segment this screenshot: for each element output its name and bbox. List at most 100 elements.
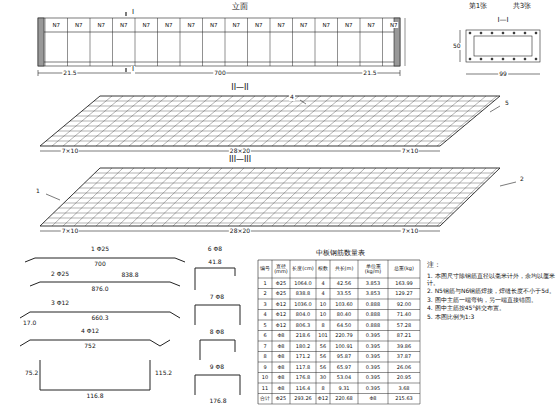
table-cell: Φ12 <box>272 320 290 331</box>
drawing-label: N7 <box>254 22 264 28</box>
grid-line <box>195 96 255 146</box>
drawing-label: N7 <box>141 22 151 28</box>
table-rule <box>272 260 273 404</box>
stirrup <box>382 18 383 66</box>
dimension-tick <box>38 70 39 76</box>
table-cell: Φ12 <box>272 299 290 310</box>
grid-line <box>140 168 200 226</box>
table-rule <box>258 341 420 342</box>
drawing-label: 28×20 <box>229 148 251 155</box>
table-cell: 10 <box>258 373 272 384</box>
grid-line <box>84 183 484 184</box>
table-cell: 8 <box>316 383 330 394</box>
grid-line <box>415 96 475 146</box>
drawing-label: N7 <box>344 22 354 28</box>
grid-line <box>184 168 244 226</box>
table-cell: 2 <box>258 289 272 300</box>
stirrup <box>247 18 248 66</box>
drawing-label: 176.8 <box>208 398 227 405</box>
table-cell: 6 <box>258 331 272 342</box>
grid-line <box>118 168 178 226</box>
drawing-label: N7 <box>51 22 61 28</box>
beam-outline <box>38 18 400 66</box>
table-cell: 26.06 <box>388 362 420 373</box>
grid-line <box>437 168 497 226</box>
grid-line <box>239 168 299 226</box>
grid-line <box>404 96 464 146</box>
table-rule <box>258 362 420 363</box>
end-block <box>38 18 44 66</box>
leader-line <box>500 182 516 186</box>
grid-line <box>96 96 156 146</box>
drawing-label: 8 Φ8 <box>209 329 225 336</box>
table-cell: 56 <box>316 341 330 352</box>
drawing-label: N7 <box>74 22 84 28</box>
grid-line <box>360 168 420 226</box>
table-cell: Φ8 <box>272 373 290 384</box>
grid-line <box>59 208 459 209</box>
table-cell: 100.91 <box>330 341 358 352</box>
table-cell: 218.6 <box>290 331 316 342</box>
stirrup <box>135 18 136 66</box>
drawing-label: 4 Φ12 <box>80 328 100 335</box>
drawing-label: N7 <box>209 22 219 28</box>
table-cell: 30 <box>316 373 330 384</box>
stirrup <box>45 18 46 66</box>
grid-line <box>206 96 266 146</box>
grid-line <box>64 203 464 204</box>
drawing-label: 115.2 <box>154 370 173 377</box>
bar-shape <box>195 375 240 395</box>
table-cell: 0.395 <box>358 373 388 384</box>
table-cell: Φ25 <box>272 289 290 300</box>
drawing-label: N7 <box>164 22 174 28</box>
table-cell: 176.8 <box>290 373 316 384</box>
table-rule <box>258 299 420 300</box>
bar-dot <box>469 58 471 60</box>
grid-line <box>58 131 458 132</box>
table-cell: 0.888 <box>358 320 388 331</box>
table-cell: 117.8 <box>290 362 316 373</box>
table-cell: 3.853 <box>358 289 388 300</box>
grid-line <box>43 223 443 224</box>
drawing-label: 1. 本图尺寸除钢筋直径以毫米计外，余均以厘米计。 <box>426 273 556 286</box>
grid-line <box>250 168 310 226</box>
drawing-label: 752 <box>83 343 96 350</box>
grid-line <box>88 106 488 107</box>
drawing-label: 876.0 <box>90 286 109 293</box>
table-cell: 0.395 <box>358 383 388 394</box>
table-cell: Φ25 <box>272 394 290 405</box>
grid-line <box>151 168 211 226</box>
drawing-label: 2 <box>519 176 525 183</box>
drawing-label: 6 Φ8 <box>207 246 223 253</box>
grid-line <box>53 213 453 214</box>
grid-line <box>48 218 448 219</box>
drawing-label: N7 <box>389 22 399 28</box>
grid-line <box>272 96 332 146</box>
table-cell: 0.395 <box>358 341 388 352</box>
table-cell: 4 <box>316 278 330 289</box>
table-cell: 116.4 <box>290 383 316 394</box>
drawing-label: 3. 图中主筋一端弯钩，另一端直接锚固。 <box>426 297 556 304</box>
grid-line <box>393 168 453 226</box>
grid-line <box>338 96 398 146</box>
stirrup <box>180 18 181 66</box>
table-cell: 804.0 <box>290 310 316 321</box>
table-cell: 10 <box>316 310 330 321</box>
drawing-label: N7 <box>96 22 106 28</box>
table-cell: Φ12 <box>272 310 290 321</box>
grid-line <box>349 168 409 226</box>
grid-line <box>239 96 299 146</box>
grid-line <box>96 168 156 226</box>
table-cell: 合计 <box>258 394 272 405</box>
table-cell: 1064.0 <box>290 278 316 289</box>
grid-line <box>426 96 486 146</box>
table-rule <box>258 309 420 310</box>
bar-shape <box>200 340 235 360</box>
table-cell: 1036.0 <box>290 299 316 310</box>
table-cell: 根数 <box>316 260 330 278</box>
bar-dot <box>480 58 482 60</box>
bar-shape <box>40 360 150 390</box>
table-cell: 220.79 <box>330 331 358 342</box>
grid-line <box>70 121 470 122</box>
